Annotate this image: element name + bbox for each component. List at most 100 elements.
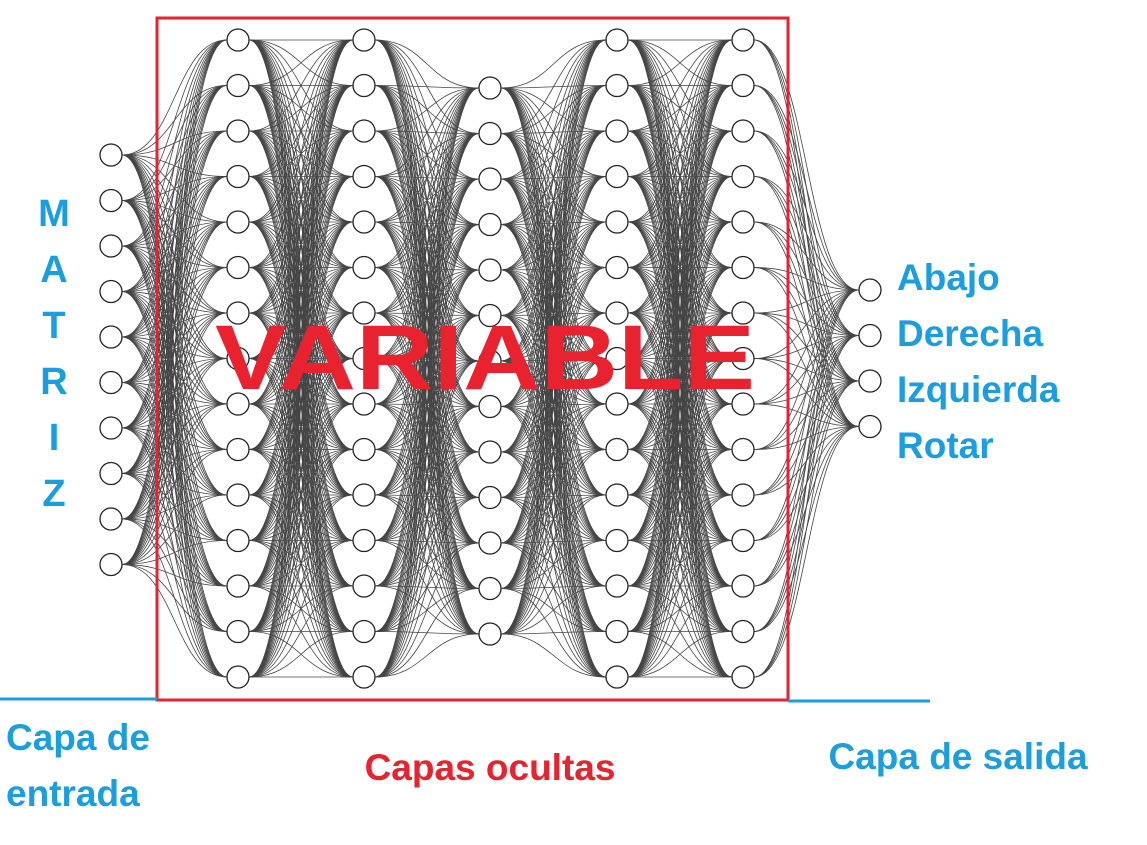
connection-edge [500,39,607,180]
connection-edge [248,39,354,678]
hidden-5-neuron [731,392,755,416]
connection-edge [500,39,607,89]
connection-edge [753,380,860,678]
connection-edge [500,358,607,635]
connection-edge [627,39,733,541]
connection-edge [500,221,607,635]
hidden-1-neuron [226,255,250,280]
hidden-2-neuron [352,528,376,553]
connection-edge [500,39,607,544]
connection-edge [248,39,354,177]
connection-edge [500,403,607,635]
connection-edge [121,39,228,474]
connection-edge [753,426,860,678]
connection-edge [500,540,607,635]
connection-edge [753,39,860,291]
connection-edge [500,631,607,635]
connection-edge [753,289,860,450]
connection-edge [627,39,733,132]
connection-edge [500,449,607,635]
hidden-2-neuron [352,73,376,98]
connection-edge [121,221,228,565]
hidden-3-neuron [478,531,502,555]
connection-edge [248,221,354,678]
connection-edge [374,360,480,678]
hidden-5-neuron [731,164,755,189]
connection-edge [248,39,354,223]
connection-edge [121,39,228,338]
connection-edge [121,564,228,587]
connection-edge [500,267,607,635]
hidden-4-neuron [605,665,629,689]
input-layer-caption-line2: entrada [6,773,140,814]
connection-edge [121,494,228,565]
connection-edge [121,449,228,565]
hidden-3-neuron [478,440,502,464]
connection-edge [374,497,480,678]
hidden-4-neuron [605,574,629,598]
connection-edge [500,633,607,678]
input-neuron [99,188,123,213]
connection-edge [121,39,228,156]
connection-edge [500,39,607,362]
connection-edge [374,87,480,359]
connection-edge [248,39,354,632]
connection-edge [500,585,607,635]
output-label-derecha: Derecha [897,313,1043,354]
matrix-letter: I [49,417,60,459]
connection-edge [627,39,733,86]
connection-edge [248,85,354,678]
connection-edge [374,87,480,587]
hidden-2-neuron [352,665,376,689]
connection-edge [627,39,733,268]
hidden-1-neuron [226,528,250,553]
connection-edge [627,39,733,450]
connection-edge [121,39,228,383]
connection-edge [374,542,480,678]
connection-edge [500,176,607,635]
connection-edge [627,39,733,587]
connection-edge [374,87,480,541]
connection-edge [248,39,354,541]
connection-edge [753,289,860,496]
connection-edge [500,312,607,635]
variable-overlay-label: VARIABLE [215,307,755,409]
input-matrix-label: M A T R I Z [38,193,70,515]
hidden-2-neuron [352,437,376,462]
hidden-1-neuron [226,619,250,644]
connection-edge [121,39,228,292]
connection-edge [248,39,354,450]
output-label-izquierda: Izquierda [897,369,1060,410]
connection-edge [248,631,354,678]
connection-edge [627,312,733,678]
connection-edge [627,39,733,405]
connection-edge [121,358,228,565]
connection-edge [500,39,607,635]
hidden-4-neuron [605,28,629,52]
connection-edge [248,494,354,678]
hidden-4-neuron [605,392,629,416]
connection-edge [248,312,354,678]
connection-edge [627,39,733,314]
connection-edge [248,39,354,587]
connection-edge [121,130,228,565]
connection-edge [500,39,607,134]
hidden-4-neuron [605,528,629,553]
output-label-rotar: Rotar [897,425,994,466]
hidden-1-neuron [226,483,250,507]
output-label-abajo: Abajo [897,257,1000,298]
connection-edge [121,39,228,247]
connection-edge [121,39,228,565]
hidden-2-neuron [352,210,376,234]
connection-edge [121,39,228,201]
connection-edge [248,39,354,86]
connection-edge [374,87,480,268]
connection-edge [627,130,733,678]
connection-edge [121,85,228,565]
hidden-1-neuron [226,346,250,371]
connection-edge [374,133,480,678]
connection-edge [753,221,860,291]
hidden-3-neuron [478,622,502,646]
connection-edge [248,176,354,678]
